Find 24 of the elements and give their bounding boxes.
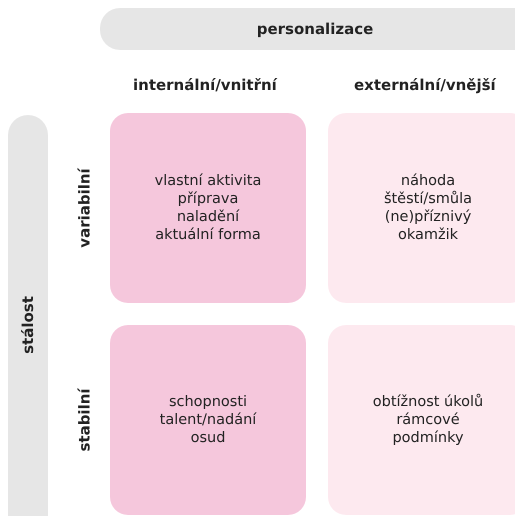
cell-text: podmínky — [392, 429, 464, 447]
cell-text: rámcové — [396, 411, 460, 429]
cell-text: aktuální forma — [155, 226, 261, 244]
cell-text: obtížnost úkolů — [372, 393, 484, 411]
header-band — [100, 8, 515, 50]
row-header: stabilní — [75, 388, 94, 452]
row-header: variabilní — [75, 168, 94, 248]
column-header: internální/vnitřní — [133, 76, 277, 94]
cell-text: náhoda — [400, 172, 456, 190]
matrix-cell — [110, 325, 306, 515]
band-title: stálost — [19, 296, 37, 354]
cell-text: okamžik — [398, 226, 458, 244]
cell-text: schopnosti — [168, 393, 248, 411]
cell-text: talent/nadání — [160, 411, 256, 429]
header-band — [8, 115, 48, 516]
cell-text: naladění — [176, 208, 240, 226]
band-title: personalizace — [256, 20, 374, 38]
matrix-cell — [110, 113, 306, 303]
cell-text: vlastní aktivita — [154, 172, 262, 190]
cell-text: osud — [190, 429, 226, 447]
column-header: externální/vnější — [354, 76, 496, 94]
cell-text: (ne)příznivý — [384, 208, 472, 226]
cell-text: štěstí/smůla — [384, 190, 472, 208]
cell-text: příprava — [178, 190, 238, 208]
